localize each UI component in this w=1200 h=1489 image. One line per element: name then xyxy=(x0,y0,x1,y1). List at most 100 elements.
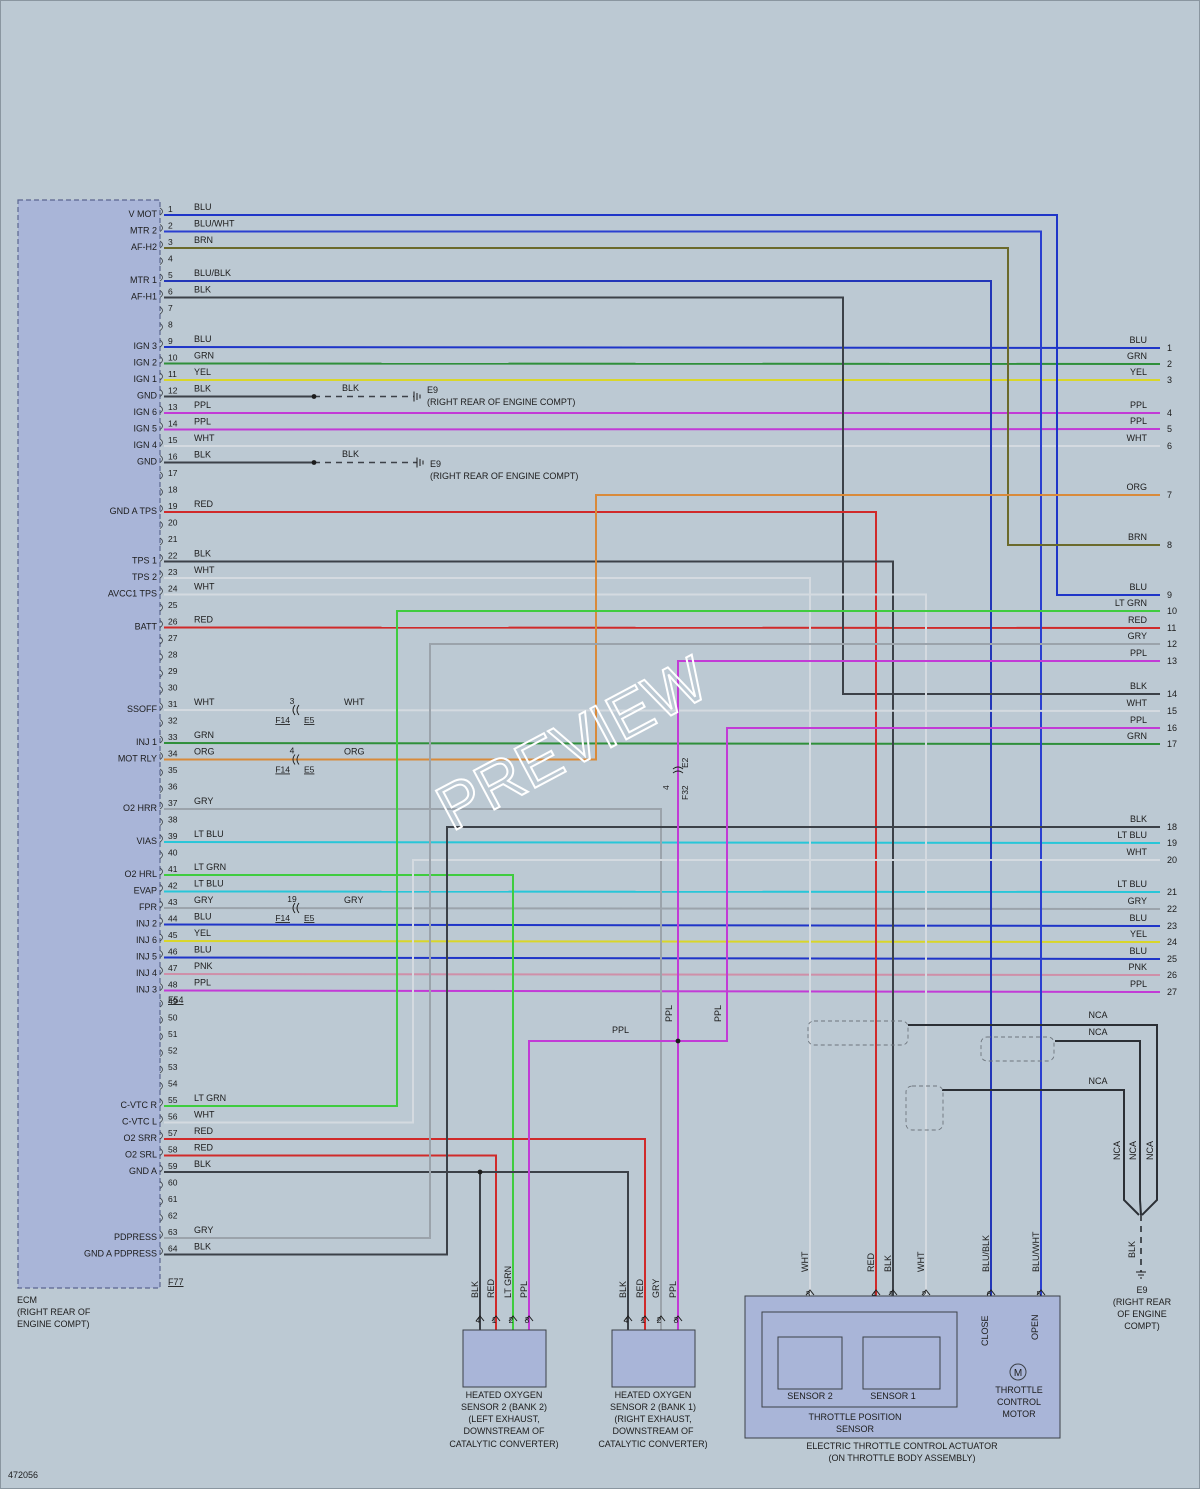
ecm-pin-number: 10 xyxy=(168,353,178,363)
right-terminal-number: 24 xyxy=(1167,937,1177,947)
wire-pin63 xyxy=(164,643,1160,1239)
ecm-pin-number: 41 xyxy=(168,864,178,874)
ecm-pin-wire-color: RED xyxy=(194,1143,214,1153)
ecm-pin-wire-color: BLK xyxy=(194,450,211,460)
pin-terminal-icon xyxy=(888,1289,898,1296)
inline-connector-name: F32 xyxy=(680,785,690,800)
o2-bank2-pin-wire-color: BLK xyxy=(470,1281,480,1298)
wire-pin22 xyxy=(164,560,894,1296)
right-terminal-wire-color: BLU xyxy=(1129,946,1147,956)
close-label: CLOSE xyxy=(980,1315,990,1346)
ecm-pin-function: AF-H1 xyxy=(131,292,157,302)
ecm-pin-wire-color: RED xyxy=(194,1126,214,1136)
right-terminal-number: 5 xyxy=(1167,424,1172,434)
right-terminal-number: 12 xyxy=(1167,639,1177,649)
ecm-pin-bracket xyxy=(159,1197,163,1206)
ecm-pin-wire-color: BLU xyxy=(194,202,212,212)
right-terminal-wire-color: PPL xyxy=(1130,979,1147,989)
wire-nca-2 xyxy=(1055,1040,1141,1200)
ecm-pin-number: 40 xyxy=(168,848,178,858)
ecm-pin-number: 19 xyxy=(168,501,178,511)
ecm-pin-number: 2 xyxy=(168,221,173,231)
ecm-pin-bracket xyxy=(159,867,163,876)
ecm-pin-bracket xyxy=(159,257,163,265)
splice-dot xyxy=(477,1169,483,1175)
nca-label: NCA xyxy=(1112,1141,1122,1160)
ecm-pin-wire-color: WHT xyxy=(194,582,215,592)
ecm-pin-bracket xyxy=(159,1098,163,1107)
right-terminal-number: 6 xyxy=(1167,441,1172,451)
ecm-pin-number: 42 xyxy=(168,881,178,891)
ecm-connector-f77: F77 xyxy=(168,1277,184,1287)
right-terminal-wire-color: GRY xyxy=(1128,631,1147,641)
ecm-pin-bracket xyxy=(159,356,163,364)
o2-bank1-pin-number: 4 xyxy=(624,1315,629,1325)
throttle-pin-wire-color: BLK xyxy=(883,1255,893,1272)
nca-label: NCA xyxy=(1088,1027,1107,1037)
ecm-pin-bracket xyxy=(159,785,163,793)
inline-connector-pin: 4 xyxy=(661,785,671,790)
right-terminal-number: 7 xyxy=(1167,490,1172,500)
o2-bank1-pin-number: 2 xyxy=(657,1315,662,1325)
ecm-pin-bracket xyxy=(159,422,163,430)
ecm-pin-bracket xyxy=(159,719,163,727)
ecm-pin-number: 55 xyxy=(168,1095,178,1105)
ecm-pin-bracket xyxy=(159,735,163,744)
ecm-pin-function: SSOFF xyxy=(127,704,158,714)
wire-pin34 xyxy=(164,494,1160,761)
ecm-pin-number: 48 xyxy=(168,980,178,990)
tps-label-1: THROTTLE POSITION xyxy=(808,1412,901,1422)
o2-bank2-pin-number: 2 xyxy=(509,1315,514,1325)
right-terminal-number: 1 xyxy=(1167,343,1172,353)
ecm-pin-function: AVCC1 TPS xyxy=(108,589,157,599)
right-terminal-number: 21 xyxy=(1167,887,1177,897)
right-terminal-wire-color: YEL xyxy=(1130,929,1147,939)
ecm-pin-number: 37 xyxy=(168,798,178,808)
wire-pin58 xyxy=(164,1154,497,1330)
ppl-label: PPL xyxy=(612,1025,629,1035)
right-terminal-wire-color: GRN xyxy=(1127,351,1147,361)
motor-icon xyxy=(1009,1363,1027,1381)
ecm-pin-bracket xyxy=(159,455,163,463)
o2-bank1-line-1: HEATED OXYGEN xyxy=(615,1390,692,1400)
ecm-pin-bracket xyxy=(159,966,163,975)
ecm-pin-number: 31 xyxy=(168,699,178,709)
wire-pin9 xyxy=(163,346,1161,349)
ecm-pin-number: 34 xyxy=(168,749,178,759)
o2-bank1-line-3: (RIGHT EXHAUST, xyxy=(614,1414,691,1424)
inline-connector-icon xyxy=(292,902,300,914)
ecm-pin-number: 6 xyxy=(168,287,173,297)
ecm-pin-number: 17 xyxy=(168,468,178,478)
splice-dot xyxy=(675,1038,681,1044)
ecm-pin-wire-color: BLU xyxy=(194,945,212,955)
ecm-pin-wire-color: LT BLU xyxy=(194,879,224,889)
ecm-pin-function: EVAP xyxy=(134,886,157,896)
right-terminal-wire-color: PNK xyxy=(1128,962,1147,972)
ground-icon xyxy=(416,457,424,468)
ecm-pin-wire-color: GRN xyxy=(194,730,214,740)
open-label: OPEN xyxy=(1030,1314,1040,1340)
ecm-pin-bracket xyxy=(159,983,163,991)
wire-pin1 xyxy=(164,214,1160,596)
pin-terminal-icon xyxy=(475,1315,485,1322)
ecm-pin-function: IGN 1 xyxy=(133,374,157,384)
actuator-title-1: ELECTRIC THROTTLE CONTROL ACTUATOR xyxy=(806,1441,998,1451)
right-terminal-number: 19 xyxy=(1167,838,1177,848)
ecm-pin-bracket xyxy=(159,504,163,513)
right-terminal-number: 8 xyxy=(1167,540,1172,550)
inline-connector-mate: E5 xyxy=(304,765,315,775)
ecm-pin-number: 21 xyxy=(168,534,178,544)
nca-label: NCA xyxy=(1088,1010,1107,1020)
right-terminal-number: 20 xyxy=(1167,855,1177,865)
ecm-pin-bracket xyxy=(159,1164,163,1173)
ecm-pin-number: 13 xyxy=(168,402,178,412)
ecm-pin-function: BATT xyxy=(135,622,158,632)
inline-connector-icon xyxy=(672,766,684,774)
right-terminal-wire-color: LT BLU xyxy=(1117,830,1147,840)
right-terminal-wire-color: PPL xyxy=(1130,715,1147,725)
ecm-pin-number: 30 xyxy=(168,683,178,693)
right-terminal-number: 26 xyxy=(1167,970,1177,980)
wire-pin59 xyxy=(164,1171,629,1330)
